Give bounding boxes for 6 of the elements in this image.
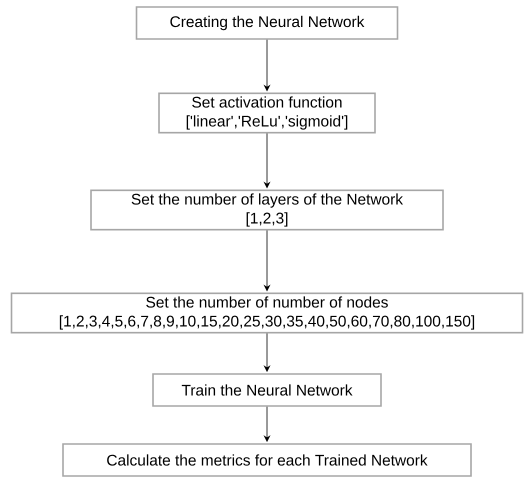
- process-box: Set the number of layers of the Network [1,2,3]: [90, 190, 444, 230]
- process-box: Calculate the metrics for each Trained Network: [62, 443, 472, 477]
- process-box: Set activation function ['linear','ReLu','sigmoid']: [158, 92, 376, 134]
- process-box: Set the number of number of nodes [1,2,3,4,5,6,7,8,9,10,15,20,25,30,35,40,50,60,70,80,100,150]: [10, 292, 524, 334]
- process-box: Creating the Neural Network: [136, 6, 398, 40]
- process-box: Train the Neural Network: [152, 373, 382, 407]
